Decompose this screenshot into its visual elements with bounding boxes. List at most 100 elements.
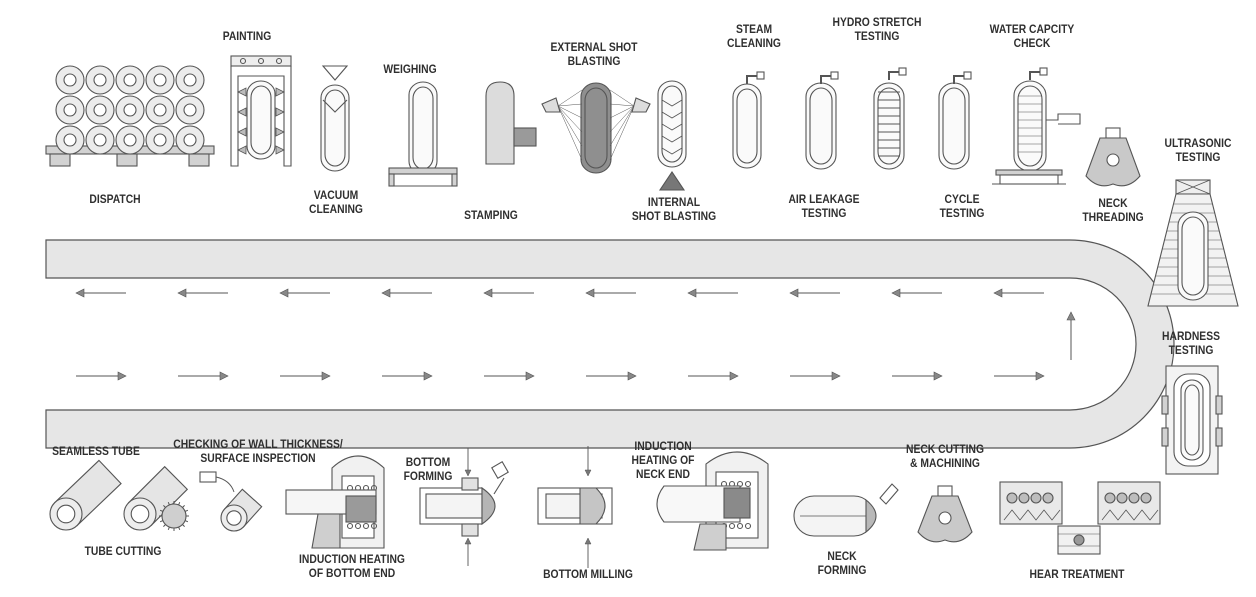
label-line: NECK: [827, 549, 857, 563]
seamless-tube: [49, 459, 122, 531]
induction-heating-bottom-unit: [285, 455, 385, 549]
label-bottom-milling: BOTTOM MILLING: [485, 567, 691, 581]
flow-arrow: [381, 288, 432, 298]
label-line: NECK CUTTING: [906, 442, 984, 456]
neck-forming-unit: [793, 483, 899, 537]
neck-cutting-machining-unit: [917, 485, 973, 543]
label-line: HYDRO STRETCH: [832, 15, 922, 29]
flow-arrow: [75, 288, 126, 298]
label-line: CHECK: [1013, 36, 1051, 50]
flow-arrow: [688, 371, 739, 381]
label-line: BOTTOM MILLING: [543, 567, 633, 581]
upper-lane-arrows: [75, 288, 1044, 298]
label-line: TUBE CUTTING: [84, 544, 162, 558]
cycle-testing-unit: [938, 71, 972, 170]
label-line: VACUUM: [313, 188, 359, 202]
air-leakage-testing-unit: [805, 71, 839, 170]
conveyor-belt: [45, 239, 1175, 449]
label-line: HARDNESS: [1162, 329, 1220, 343]
label-line: FORMING: [817, 563, 867, 577]
flow-arrow: [483, 288, 534, 298]
label-line: AIR LEAKAGE: [788, 192, 860, 206]
hydro-stretch-testing-unit: [873, 67, 907, 170]
label-weighing: WEIGHING: [307, 62, 513, 76]
label-neck-cutting-machining: NECK CUTTING& MACHINING: [842, 442, 1048, 470]
flow-arrow: [382, 371, 433, 381]
neck-threading-unit: [1085, 127, 1141, 187]
label-line: SURFACE INSPECTION: [200, 451, 316, 465]
vacuum-cleaning-unit: [320, 65, 350, 172]
flow-arrow: [76, 371, 127, 381]
label-line: TESTING: [939, 206, 985, 220]
label-line: TESTING: [854, 29, 900, 43]
label-line: THREADING: [1082, 210, 1144, 224]
wall-thickness-inspection: [199, 471, 263, 532]
flow-arrow: [687, 288, 738, 298]
flow-arrow: [280, 371, 331, 381]
label-line: HEAR TREATMENT: [1029, 567, 1125, 581]
label-line: CLEANING: [309, 202, 363, 216]
flow-arrow: [279, 288, 330, 298]
label-line: TESTING: [1168, 343, 1214, 357]
label-line: TESTING: [1175, 150, 1221, 164]
bottom-milling-unit: [537, 446, 613, 568]
induction-heating-neck-unit: [656, 451, 769, 551]
stamping-unit: [485, 81, 537, 165]
flow-arrow: [993, 288, 1044, 298]
label-line: PAINTING: [222, 29, 272, 43]
ultrasonic-testing-unit: [1147, 179, 1239, 307]
label-tube-cutting: TUBE CUTTING: [20, 544, 226, 558]
flow-arrow: [1066, 311, 1076, 360]
label-line: EXTERNAL SHOT: [550, 40, 638, 54]
flow-arrow: [891, 288, 942, 298]
label-line: SEAMLESS TUBE: [52, 444, 140, 458]
label-dispatch: DISPATCH: [12, 192, 218, 206]
label-seamless-tube: SEAMLESS TUBE: [0, 444, 199, 458]
dispatch-pallet: [45, 65, 215, 167]
flow-arrow: [994, 371, 1045, 381]
painting-booth: [230, 55, 292, 167]
label-line: STAMPING: [464, 208, 518, 222]
label-line: FORMING: [403, 469, 453, 483]
label-line: CYCLE: [944, 192, 980, 206]
label-wall-thickness-check: CHECKING OF WALL THICKNESS/SURFACE INSPE…: [155, 437, 361, 465]
flow-arrow: [790, 371, 841, 381]
internal-shot-blasting-unit: [657, 80, 687, 191]
flow-arrow: [586, 371, 637, 381]
label-line: DISPATCH: [89, 192, 141, 206]
flow-arrow: [789, 288, 840, 298]
label-line: NECK END: [636, 467, 690, 481]
label-line: HEATING OF: [631, 453, 695, 467]
label-line: CLEANING: [727, 36, 781, 50]
label-line: INDUCTION HEATING: [299, 552, 405, 566]
tube-cutting-unit: [123, 465, 189, 531]
label-painting: PAINTING: [144, 29, 350, 43]
flow-arrow: [178, 371, 229, 381]
flow-arrow: [177, 288, 228, 298]
label-line: TESTING: [801, 206, 847, 220]
steam-cleaning-unit: [732, 71, 765, 169]
label-line: & MACHINING: [910, 456, 980, 470]
label-stamping: STAMPING: [388, 208, 594, 222]
bottom-forming-unit: [419, 448, 509, 566]
flow-arrow: [484, 371, 535, 381]
flow-arrow: [585, 288, 636, 298]
label-line: ULTRASONIC: [1164, 136, 1232, 150]
label-line: STEAM: [735, 22, 773, 36]
